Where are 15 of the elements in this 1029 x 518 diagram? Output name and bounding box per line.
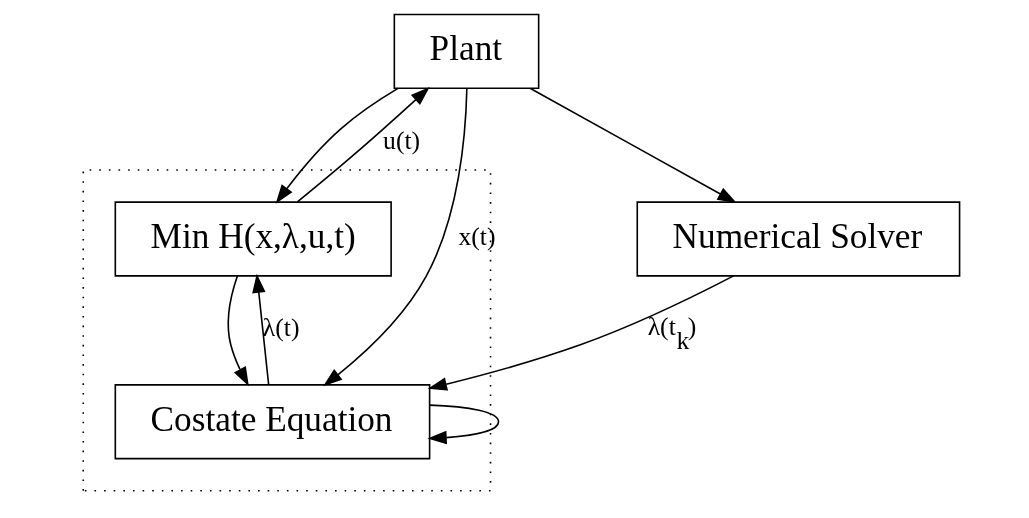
- node-box: Plant: [393, 13, 539, 89]
- arrow: [529, 87, 737, 204]
- edge-label: λ(t): [262, 313, 299, 343]
- node-box: Costate Equation: [114, 384, 430, 460]
- arrow: [275, 87, 399, 204]
- edge-label: u(t): [382, 125, 420, 155]
- edge-label: x(t): [457, 222, 496, 252]
- node-box: Numerical Solver: [635, 201, 960, 277]
- arrow: [427, 275, 734, 391]
- arrow: [296, 87, 430, 203]
- arrow: [322, 87, 468, 387]
- node-box: Min H(x,λ,u,t): [114, 201, 392, 277]
- arrow: [251, 273, 269, 386]
- arrow: [427, 404, 499, 445]
- arrow: [227, 275, 249, 387]
